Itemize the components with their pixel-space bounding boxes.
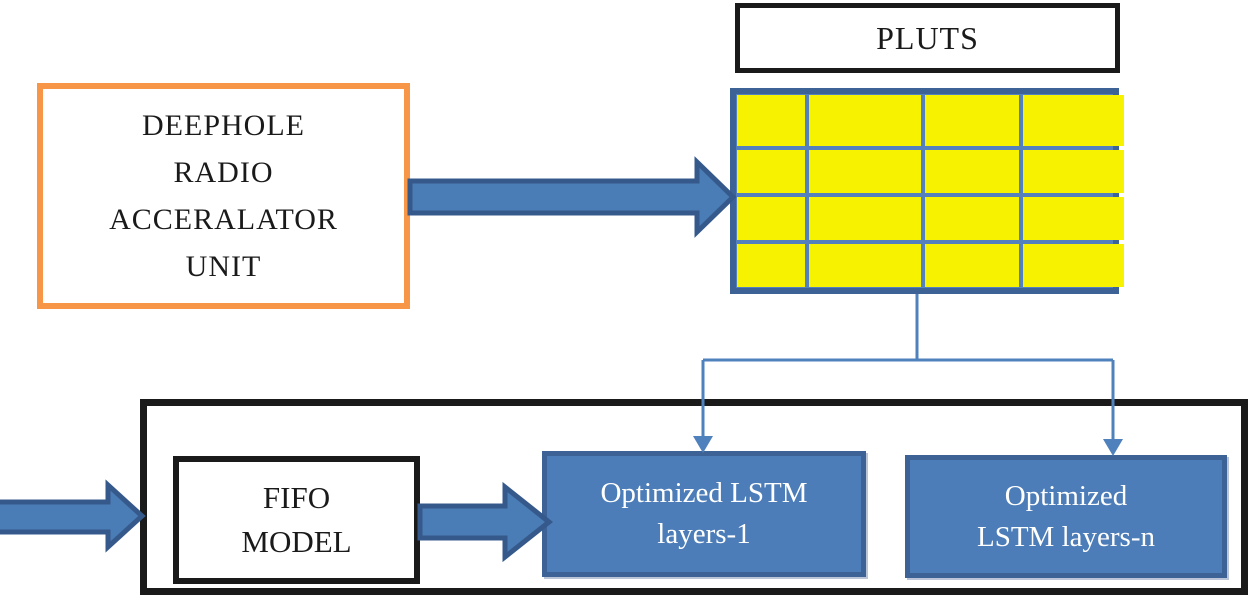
plut-grid-cell xyxy=(808,149,921,193)
deephole-unit-label: DEEPHOLE RADIO ACCERALATOR UNIT xyxy=(43,89,404,303)
lstm-layers-n-label: Optimized LSTM layers-n xyxy=(910,460,1222,573)
arrow-deephole-to-grid xyxy=(407,156,737,238)
plut-grid-row xyxy=(737,196,1124,240)
fifo-model-box: FIFO MODEL xyxy=(173,456,420,584)
plut-grid-cell xyxy=(808,243,921,287)
arrow-external-to-container xyxy=(0,479,146,553)
plut-grid-row xyxy=(737,149,1124,193)
plut-grid-cell xyxy=(1022,149,1124,193)
lstm-layers-n-box: Optimized LSTM layers-n xyxy=(905,455,1227,578)
plut-grid-cell xyxy=(1022,196,1124,240)
plut-grid-cell xyxy=(737,243,805,287)
deephole-line-1: DEEPHOLE xyxy=(142,109,305,142)
lstmn-line-1: Optimized xyxy=(1004,479,1128,512)
plut-grid-cell xyxy=(925,149,1019,193)
plut-grid-cell xyxy=(737,149,805,193)
deephole-line-4: UNIT xyxy=(185,250,262,283)
pluts-label: PLUTS xyxy=(876,19,979,56)
fifo-line-1: FIFO xyxy=(262,480,331,515)
plut-grid-cell xyxy=(1022,243,1124,287)
lstm-layers-1-box: Optimized LSTM layers-1 xyxy=(542,451,866,577)
plut-grid-cell xyxy=(925,95,1019,146)
pluts-box: PLUTS xyxy=(735,3,1120,73)
lstm1-line-1: Optimized LSTM xyxy=(600,477,808,509)
deephole-unit-box: DEEPHOLE RADIO ACCERALATOR UNIT xyxy=(37,83,410,309)
plut-grid-cell xyxy=(737,196,805,240)
fifo-line-2: MODEL xyxy=(241,524,352,559)
plut-grid-cell xyxy=(808,196,921,240)
lstm-layers-1-label: Optimized LSTM layers-1 xyxy=(547,456,861,572)
plut-grid-row xyxy=(737,95,1124,146)
lstm1-line-2: layers-1 xyxy=(657,518,751,550)
plut-grid xyxy=(730,88,1124,294)
lstmn-line-2: LSTM layers-n xyxy=(977,520,1155,553)
deephole-line-2: RADIO xyxy=(173,156,274,189)
fifo-model-label: FIFO MODEL xyxy=(179,462,414,578)
plut-grid-cell xyxy=(1022,95,1124,146)
plut-grid-cell xyxy=(925,243,1019,287)
plut-grid-cell xyxy=(737,95,805,146)
deephole-line-3: ACCERALATOR xyxy=(109,203,338,236)
plut-grid-cell xyxy=(808,95,921,146)
plut-grid-cell xyxy=(925,196,1019,240)
plut-grid-row xyxy=(737,243,1124,287)
